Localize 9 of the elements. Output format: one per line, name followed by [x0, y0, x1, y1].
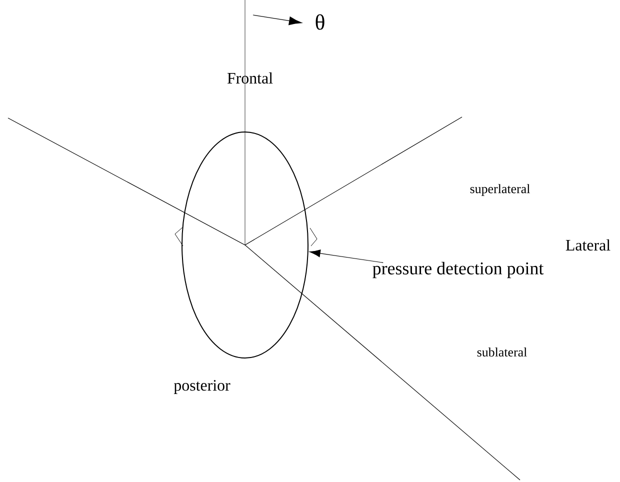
callout-text: pressure detection point — [372, 262, 544, 278]
region-label: Lateral — [566, 239, 610, 251]
region-label: superlateral — [470, 184, 530, 196]
region-label: Frontal — [227, 72, 273, 84]
head-outline — [182, 132, 308, 358]
region-label: sublateral — [477, 347, 527, 357]
region-label: posterior — [174, 380, 230, 394]
leader-line — [309, 250, 384, 263]
region-label: θ — [316, 14, 324, 30]
